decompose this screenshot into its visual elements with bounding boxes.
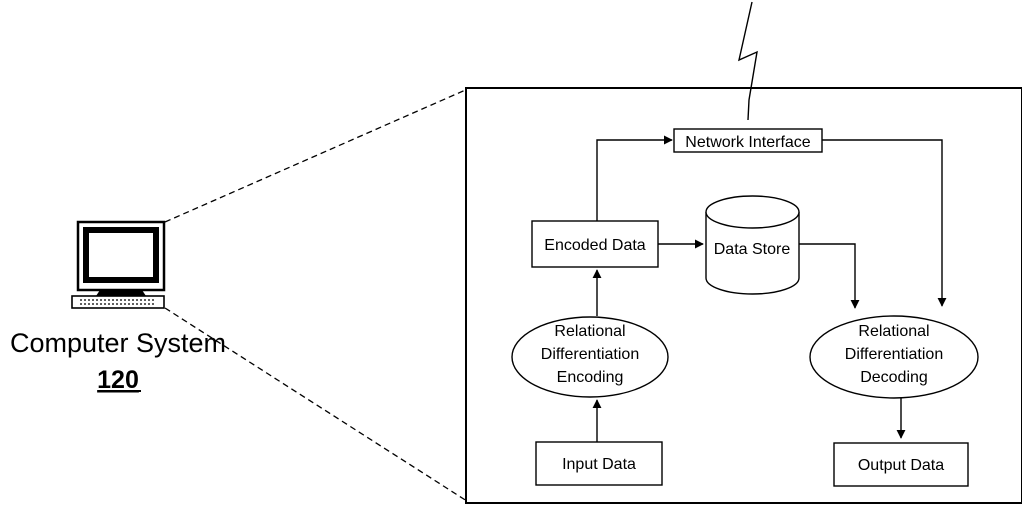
arrow-network-to-decoding <box>822 139 947 307</box>
decoding-ellipse <box>809 315 979 399</box>
lightning-bolt-icon <box>738 1 758 121</box>
computer-icon <box>71 220 166 309</box>
data-store-label: Data Store <box>714 241 791 258</box>
computer-system-ref-number: 120 <box>97 366 139 394</box>
encoding-label-line-2: Differentiation <box>541 346 639 363</box>
encoding-label-line-3: Encoding <box>557 369 624 386</box>
decoding-label-line-1: Relational <box>858 323 929 340</box>
network-interface-box <box>673 128 823 153</box>
network-interface-label: Network Interface <box>685 134 810 151</box>
output-data-box <box>833 442 969 487</box>
enlarged-panel-frame <box>465 87 1022 504</box>
decoding-label-line-3: Decoding <box>860 369 928 386</box>
input-data-label: Input Data <box>562 456 636 473</box>
computer-system-label: Computer System <box>10 328 226 358</box>
output-data-label: Output Data <box>858 457 944 474</box>
zoom-line-bottom <box>164 307 471 504</box>
decoding-label-line-2: Differentiation <box>845 346 943 363</box>
encoded-data-label: Encoded Data <box>544 237 646 254</box>
input-data-box <box>535 441 663 486</box>
arrow-datastore-to-decoding <box>799 243 860 309</box>
zoom-line-top <box>164 87 471 223</box>
encoding-label-line-1: Relational <box>554 323 625 340</box>
arrow-encoded-to-network <box>596 135 673 221</box>
encoding-ellipse <box>511 316 669 398</box>
data-store-cylinder <box>705 195 800 295</box>
encoded-data-box <box>531 220 659 268</box>
